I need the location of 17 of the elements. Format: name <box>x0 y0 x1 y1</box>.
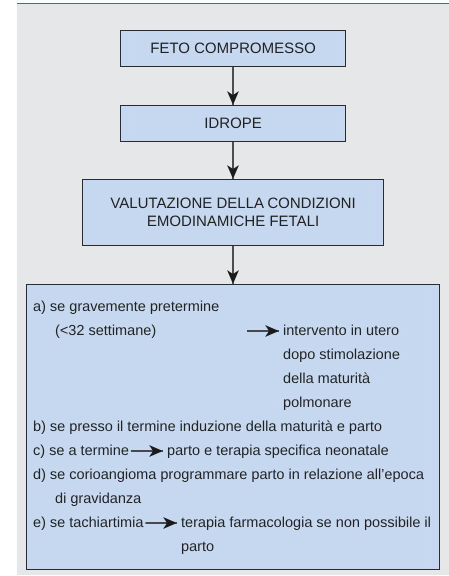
list-item-text: terapia farmacologia se non possibile il parto <box>181 511 433 559</box>
arrow <box>227 246 239 284</box>
list-item-text: e) se tachiartimia <box>33 511 144 535</box>
process-box: IDROPE <box>120 105 346 142</box>
arrow <box>247 325 279 337</box>
arrow <box>227 67 239 105</box>
process-box: FETO COMPROMESSO <box>120 30 346 67</box>
process-box: VALUTAZIONE DELLA CONDIZIONI EMODINAMICHE FETALI <box>82 179 384 246</box>
arrow <box>145 517 177 529</box>
list-item-text: c) se a termine <box>33 439 129 463</box>
list-item-text: a) se gravemente pretermine (<32 settimane) <box>33 295 245 343</box>
list-item-text: parto e terapia specifica neonatale <box>167 439 433 463</box>
list-box <box>26 284 440 570</box>
list-item-text: b) se presso il termine induzione della maturità e parto <box>33 415 433 439</box>
arrow <box>130 445 163 457</box>
list-item-text: intervento in utero dopo stimolazione della maturità polmonare <box>283 319 433 415</box>
arrow <box>227 142 239 179</box>
